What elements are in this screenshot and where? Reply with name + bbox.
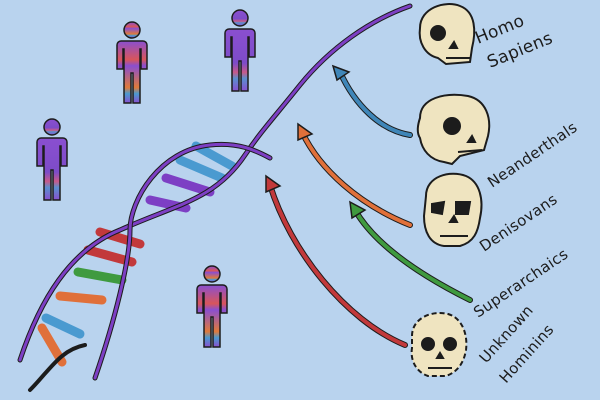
skull-icon [410,312,468,377]
skull-icon [418,3,476,66]
label-neanderthals: Neanderthals [484,118,580,191]
skull-icon [422,172,483,247]
label-denisovans: Denisovans [476,190,561,255]
dna-helix-icon [17,3,413,392]
arrow-denisovans-icon [297,122,413,228]
human-figure-icon [116,21,148,104]
human-figure-icon [196,265,228,348]
arrow-unknown-hominins-icon [265,174,408,348]
human-figure-icon [36,118,68,201]
human-figure-icon [224,9,256,92]
arrow-neanderthals-icon [331,64,413,138]
skull-icon [416,93,491,166]
arrow-superarchaics-icon [349,200,473,303]
